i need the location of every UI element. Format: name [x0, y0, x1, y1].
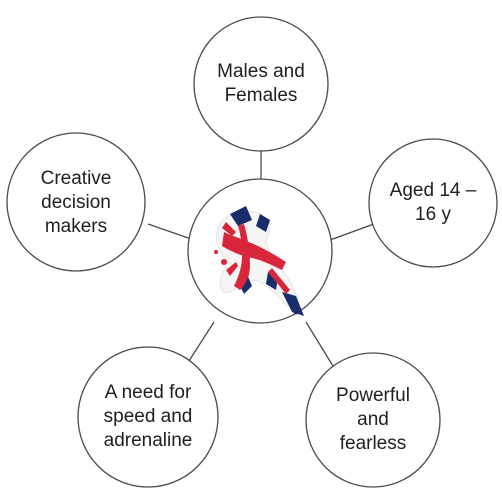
node-left-circle	[6, 132, 146, 272]
connector-bottom-left	[186, 321, 215, 365]
node-bottom-left-label: A need for speed and adrenaline	[103, 382, 193, 451]
node-bottom-right-circle	[305, 352, 441, 488]
union-jack-splash-image	[214, 206, 304, 316]
connector-left	[147, 223, 195, 241]
node-top-circle	[193, 16, 329, 152]
connector-right	[329, 223, 375, 241]
node-right-circle	[368, 138, 498, 268]
node-left-label: Creative decision makers	[40, 168, 112, 237]
node-bottom-right-label: Powerful and fearless	[336, 385, 410, 454]
node-right-label: Aged 14 – 16 y	[389, 180, 477, 225]
node-top-label: Males and Females	[217, 61, 305, 106]
node-bottom-left-circle	[77, 346, 219, 488]
connector-bottom-right	[305, 321, 334, 367]
